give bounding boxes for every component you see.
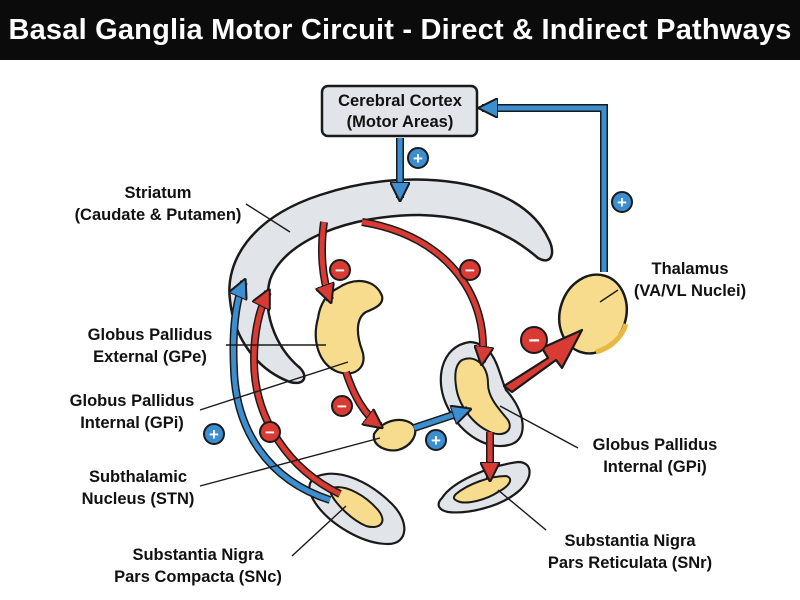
- label-snr: Substantia Nigra Pars Reticulata (SNr): [548, 532, 712, 572]
- label-stn: Subthalamic Nucleus (STN): [82, 468, 195, 508]
- plus-sign-stn: +: [425, 429, 447, 451]
- svg-text:Globus Pallidus: Globus Pallidus: [88, 326, 213, 344]
- arrow-thalamus-to-cortex: [482, 108, 608, 272]
- svg-text:(VA/VL Nuclei): (VA/VL Nuclei): [634, 282, 746, 300]
- plus-sign-thalamus: +: [611, 191, 633, 213]
- svg-text:−: −: [337, 397, 347, 416]
- cortex-box: [320, 84, 479, 138]
- svg-text:Pars Compacta (SNc): Pars Compacta (SNc): [114, 568, 282, 586]
- minus-sign-snc: −: [259, 421, 281, 443]
- svg-text:+: +: [209, 425, 219, 444]
- label-gpi-left: Globus Pallidus Internal (GPi): [70, 392, 195, 432]
- svg-text:Striatum: Striatum: [125, 184, 192, 202]
- svg-text:Thalamus: Thalamus: [651, 260, 728, 278]
- svg-text:+: +: [431, 431, 441, 450]
- striatum-shape: [228, 178, 554, 385]
- leader-lines: [199, 203, 619, 557]
- svg-text:External (GPe): External (GPe): [93, 348, 207, 366]
- svg-text:Substantia Nigra: Substantia Nigra: [132, 546, 264, 564]
- svg-text:Substantia Nigra: Substantia Nigra: [564, 532, 696, 550]
- label-cortex: Cerebral Cortex (Motor Areas): [338, 92, 463, 131]
- svg-text:Internal (GPi): Internal (GPi): [603, 458, 707, 476]
- arrow-striatum-to-gpe: [322, 221, 330, 300]
- svg-text:Pars Reticulata (SNr): Pars Reticulata (SNr): [548, 554, 712, 572]
- label-thalamus: Thalamus (VA/VL Nuclei): [634, 260, 746, 300]
- thalamus-shading: [595, 323, 629, 355]
- svg-text:−: −: [265, 423, 275, 442]
- arrow-gpi-to-thalamus: [502, 328, 584, 394]
- title-bar: Basal Ganglia Motor Circuit - Direct & I…: [0, 0, 800, 60]
- svg-text:+: +: [413, 149, 423, 168]
- page-title: Basal Ganglia Motor Circuit - Direct & I…: [8, 13, 792, 46]
- svg-text:(Caudate & Putamen): (Caudate & Putamen): [75, 206, 242, 224]
- svg-text:+: +: [617, 193, 627, 212]
- svg-text:−: −: [335, 261, 345, 280]
- label-snc: Substantia Nigra Pars Compacta (SNc): [114, 546, 282, 586]
- svg-text:Globus Pallidus: Globus Pallidus: [593, 436, 718, 454]
- svg-text:Subthalamic: Subthalamic: [89, 468, 187, 486]
- svg-text:Nucleus (STN): Nucleus (STN): [82, 490, 195, 508]
- plus-sign-cortex: +: [407, 147, 429, 169]
- label-gpe: Globus Pallidus External (GPe): [88, 326, 213, 366]
- svg-text:Globus Pallidus: Globus Pallidus: [70, 392, 195, 410]
- label-striatum: Striatum (Caudate & Putamen): [75, 184, 242, 224]
- arrow-striatum-to-gpi-direct: [361, 218, 483, 362]
- arrow-stn-to-gpi: [412, 410, 468, 432]
- svg-text:−: −: [465, 261, 475, 280]
- arrow-gpe-to-stn: [342, 370, 380, 426]
- gpi-right-shape: [454, 357, 511, 436]
- minus-sign-gpe-stn: −: [331, 395, 353, 417]
- minus-sign-thalamus: −: [520, 326, 548, 354]
- plus-sign-snc: +: [203, 423, 225, 445]
- minus-sign-striatum-gpe: −: [329, 259, 351, 281]
- minus-sign-direct: −: [459, 259, 481, 281]
- svg-text:Cerebral Cortex: Cerebral Cortex: [338, 92, 463, 110]
- svg-text:−: −: [528, 330, 540, 352]
- svg-text:Internal (GPi): Internal (GPi): [80, 414, 184, 432]
- arrow-snc-to-striatum-inhibitory: [249, 292, 342, 498]
- svg-text:(Motor Areas): (Motor Areas): [347, 113, 454, 131]
- arrow-snc-to-striatum-excitatory: [233, 282, 332, 504]
- label-gpi-right: Globus Pallidus Internal (GPi): [593, 436, 718, 476]
